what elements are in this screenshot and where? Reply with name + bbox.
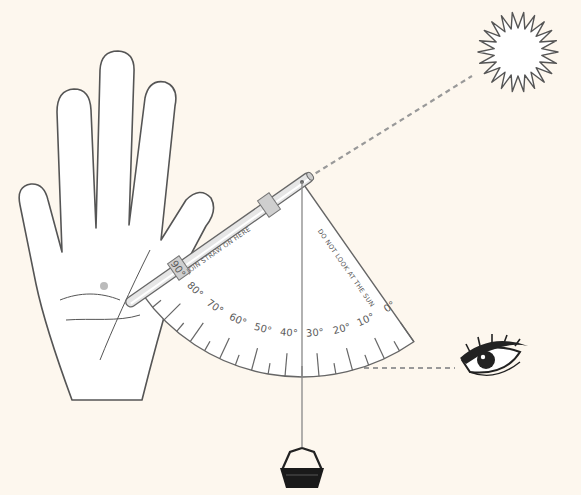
binder-clip xyxy=(280,448,324,488)
degree-label: 30° xyxy=(306,328,325,340)
degree-tick xyxy=(164,304,180,320)
degree-tick xyxy=(365,355,369,365)
degree-tick xyxy=(252,348,258,370)
degree-tick xyxy=(205,341,211,351)
degree-tick xyxy=(375,338,385,359)
degree-ticks xyxy=(142,281,414,377)
degree-tick xyxy=(177,323,184,331)
eye xyxy=(460,334,528,375)
plumb-line xyxy=(301,182,302,448)
degree-tick xyxy=(268,363,270,374)
degree-tick xyxy=(334,363,336,374)
degree-tick xyxy=(285,353,287,376)
eye-sight-line xyxy=(364,367,455,369)
sun-sight-line xyxy=(308,76,472,178)
degree-label: 40° xyxy=(279,328,298,340)
degree-tick xyxy=(220,338,230,359)
degree-tick xyxy=(235,355,239,365)
tape xyxy=(258,193,281,217)
degree-tick xyxy=(394,341,400,351)
degree-tick xyxy=(153,300,161,307)
degree-tick xyxy=(317,353,319,376)
degree-tick xyxy=(347,348,353,370)
degree-tick xyxy=(401,323,414,342)
hand xyxy=(19,51,213,400)
quadrant-card xyxy=(142,182,414,377)
straw xyxy=(124,171,315,309)
degree-tick xyxy=(190,323,203,342)
sun xyxy=(478,12,558,91)
